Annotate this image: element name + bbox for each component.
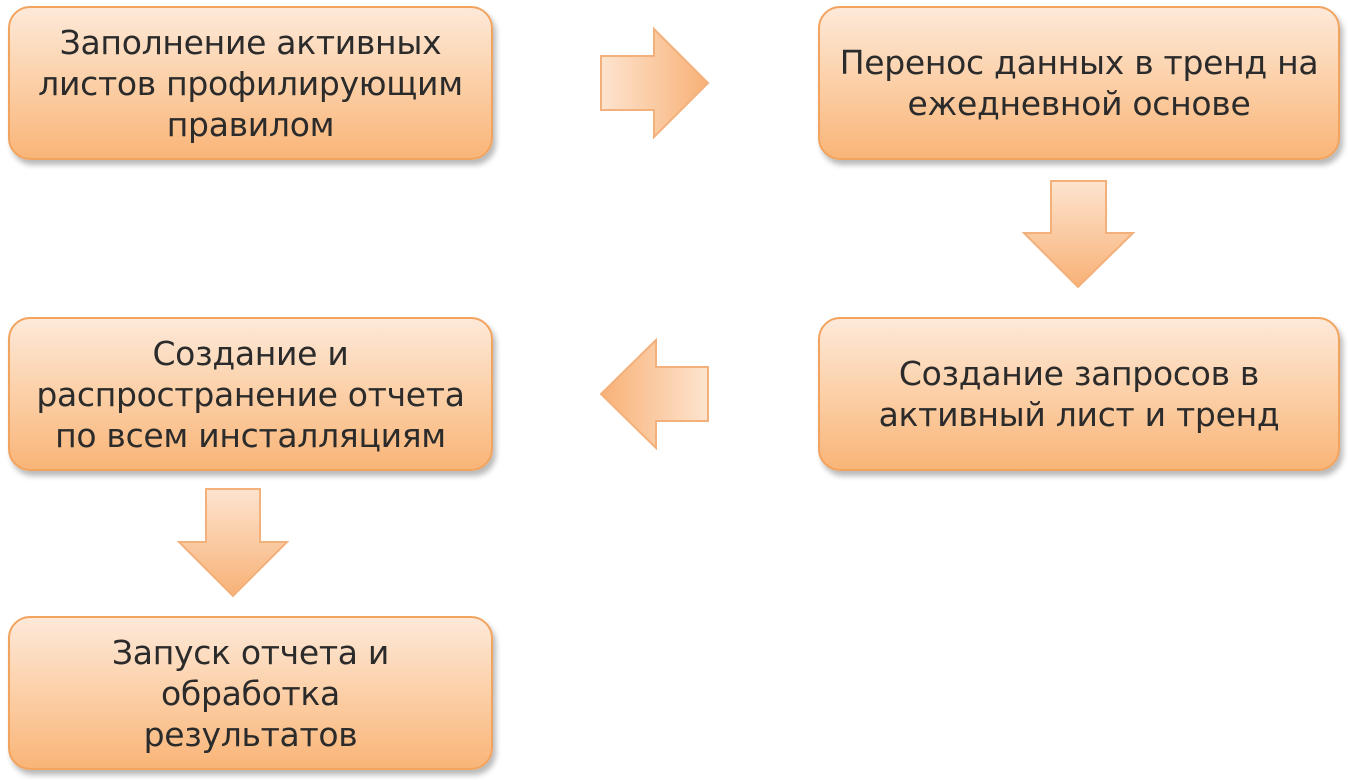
arrow-down-icon (1021, 180, 1136, 289)
arrow-down-icon (176, 488, 290, 598)
step-fill-active-lists: Заполнение активных листов профилирующим… (8, 6, 493, 160)
step-text: Создание и распространение отчета по все… (36, 333, 465, 456)
step-line: активный лист и тренд (878, 395, 1280, 434)
step-text: Создание запросов в активный лист и трен… (879, 353, 1280, 435)
step-line: распространение отчета (36, 374, 465, 414)
step-line: Заполнение активных (59, 22, 442, 62)
step-text: Перенос данных в тренд на ежедневной осн… (840, 42, 1319, 124)
step-line: правилом (166, 104, 335, 144)
step-line: Создание запросов в (898, 354, 1260, 393)
step-line: листов профилирующим (38, 63, 463, 103)
step-create-queries: Создание запросов в активный лист и трен… (818, 317, 1340, 471)
step-transfer-to-trend: Перенос данных в тренд на ежедневной осн… (818, 6, 1340, 160)
step-line: Перенос данных в тренд на (839, 43, 1319, 82)
step-line: Запуск отчета и обработка (111, 632, 390, 713)
step-text: Заполнение активных листов профилирующим… (38, 22, 463, 145)
step-line: ежедневной основе (907, 84, 1251, 123)
step-line: по всем инсталляциям (55, 415, 446, 455)
arrow-right-icon (600, 26, 710, 140)
step-run-report: Запуск отчета и обработка результатов (8, 616, 493, 770)
step-line: Создание и (152, 333, 349, 373)
step-create-report: Создание и распространение отчета по все… (8, 317, 493, 471)
step-text: Запуск отчета и обработка результатов (24, 632, 477, 755)
step-line: результатов (143, 714, 358, 754)
arrow-left-icon (599, 337, 709, 451)
